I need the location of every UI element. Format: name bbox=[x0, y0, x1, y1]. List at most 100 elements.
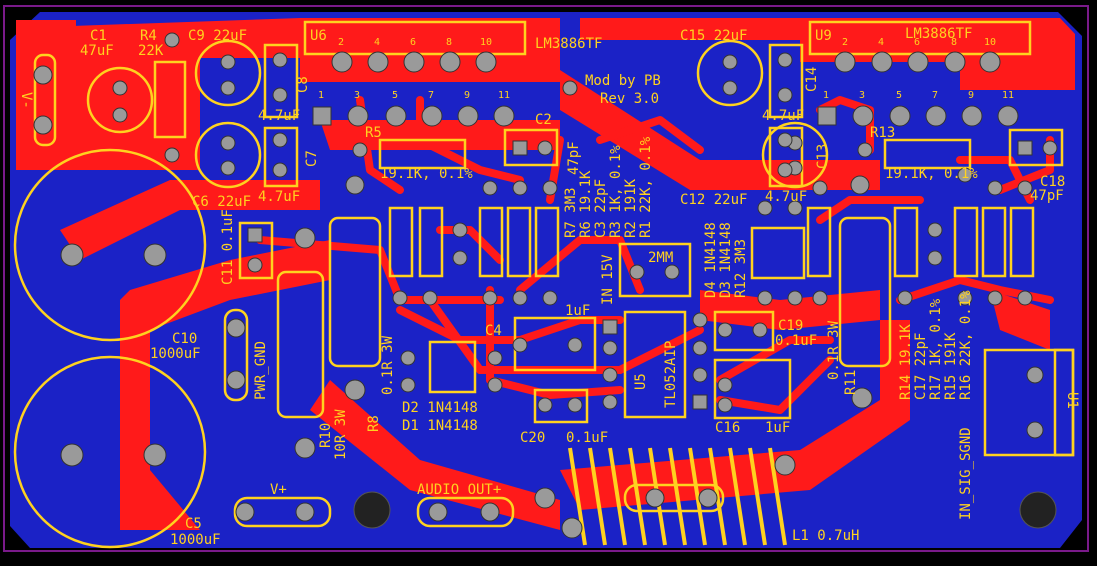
label-u5-ic: TL052AIP bbox=[663, 341, 679, 408]
label-c2: C2 bbox=[535, 112, 552, 128]
label-right-0: D4 1N4148 bbox=[703, 222, 719, 298]
label-c7: C7 bbox=[304, 150, 320, 167]
svg-text:1: 1 bbox=[318, 90, 324, 101]
label-c6: C6 22uF bbox=[192, 194, 251, 210]
label-r10: R10 bbox=[318, 423, 334, 448]
label-u6: U6 bbox=[310, 28, 327, 44]
svg-text:2: 2 bbox=[842, 37, 848, 48]
label-c15: C15 22uF bbox=[680, 28, 747, 44]
svg-text:1: 1 bbox=[823, 90, 829, 101]
label-r14-2: R17 1K, 0.1% bbox=[928, 298, 944, 400]
svg-text:11: 11 bbox=[1002, 90, 1014, 101]
svg-text:8: 8 bbox=[951, 37, 957, 48]
label-r11: R11 bbox=[843, 370, 859, 395]
label-u1: U1 bbox=[1064, 392, 1080, 409]
label-r13-value: 19.1K, 0.1% bbox=[885, 166, 978, 182]
label-c4-value: 1uF bbox=[565, 303, 590, 319]
label-u9-ic: LM3886TF bbox=[905, 26, 972, 42]
svg-text:11: 11 bbox=[498, 90, 510, 101]
label-c5: C5 bbox=[185, 516, 202, 532]
board-rev: Rev 3.0 bbox=[600, 91, 659, 107]
label-c8-value: 4.7uF bbox=[258, 108, 300, 124]
silkscreen-layer bbox=[13, 20, 1075, 549]
label-c2-value: 47pF bbox=[566, 141, 582, 175]
label-r13: R13 bbox=[870, 125, 895, 141]
label-v-minus: V- bbox=[18, 92, 34, 109]
label-mid-5: R1 22K, 0.1% bbox=[638, 136, 654, 238]
label-c16: C16 bbox=[715, 420, 740, 436]
svg-text:3: 3 bbox=[354, 90, 360, 101]
label-right-2: R12 3M3 bbox=[733, 239, 749, 298]
svg-text:4: 4 bbox=[374, 37, 380, 48]
label-mid-3: R3 1K, 0.1% bbox=[608, 145, 624, 238]
svg-text:9: 9 bbox=[464, 90, 470, 101]
svg-text:5: 5 bbox=[392, 90, 398, 101]
label-c14: C14 bbox=[804, 67, 820, 92]
label-c13-value: 4.7uF bbox=[765, 189, 807, 205]
label-d2: D2 1N4148 bbox=[402, 400, 478, 416]
label-c20: C20 bbox=[520, 430, 545, 446]
svg-text:7: 7 bbox=[428, 90, 434, 101]
svg-text:4: 4 bbox=[878, 37, 884, 48]
svg-text:5: 5 bbox=[896, 90, 902, 101]
label-c19: C19 bbox=[778, 318, 803, 334]
label-c16-value: 1uF bbox=[765, 420, 790, 436]
svg-text:6: 6 bbox=[410, 37, 416, 48]
label-l1: L1 0.7uH bbox=[792, 528, 859, 544]
label-c18-value: 47pF bbox=[1030, 188, 1064, 204]
label-c12: C12 22uF bbox=[680, 192, 747, 208]
label-c14-value: 4.7uF bbox=[762, 108, 804, 124]
label-in-sig: IN_SIG_SGND bbox=[958, 427, 974, 520]
label-c7-value: 4.7uF bbox=[258, 189, 300, 205]
label-u9: U9 bbox=[815, 28, 832, 44]
label-r5: R5 bbox=[365, 125, 382, 141]
svg-text:3: 3 bbox=[859, 90, 865, 101]
label-in-15v: IN 15V bbox=[600, 254, 616, 305]
label-r14-1: C17 22pF bbox=[913, 333, 929, 400]
label-mid-1: R6 19.1K bbox=[578, 170, 594, 238]
label-mid-2: C3 22pF bbox=[593, 179, 609, 238]
label-r4: R4 bbox=[140, 28, 157, 44]
label-c9: C9 22uF bbox=[188, 28, 247, 44]
silkscreen-text: C1 47uF R4 22K C9 22uF C8 4.7uF U6 LM388… bbox=[18, 26, 1080, 548]
label-r4-value: 22K bbox=[138, 43, 164, 59]
label-c1-value: 47uF bbox=[80, 43, 114, 59]
label-c20-value: 0.1uF bbox=[566, 430, 608, 446]
label-r11-value: 0.1R 3W bbox=[826, 320, 842, 380]
svg-text:8: 8 bbox=[446, 37, 452, 48]
label-c10: C10 bbox=[172, 331, 197, 347]
svg-text:10: 10 bbox=[984, 37, 996, 48]
label-d1: D1 1N4148 bbox=[402, 418, 478, 434]
label-pwr-gnd: PWR_GND bbox=[253, 341, 269, 400]
label-u6-ic: LM3886TF bbox=[535, 36, 602, 52]
label-c19-value: 0.1uF bbox=[775, 333, 817, 349]
label-mid-0: R7 3M3 bbox=[563, 187, 579, 238]
svg-text:10: 10 bbox=[480, 37, 492, 48]
label-c10-value: 1000uF bbox=[150, 346, 201, 362]
pads-layer bbox=[33, 32, 1058, 539]
label-r14-4: R16 22K, 0.1% bbox=[958, 290, 974, 400]
svg-text:6: 6 bbox=[914, 37, 920, 48]
label-r5-value: 19.1K, 0.1% bbox=[380, 166, 473, 182]
label-r10-value: 10R 3W bbox=[333, 409, 349, 460]
inductor-l1-windings bbox=[568, 447, 787, 546]
svg-text:2: 2 bbox=[338, 37, 344, 48]
label-r14-3: R15 191K bbox=[943, 332, 959, 400]
label-c13: C13 bbox=[815, 144, 831, 169]
board-title: Mod by PB bbox=[585, 73, 661, 89]
label-right-1: D3 1N4148 bbox=[718, 222, 734, 298]
svg-text:7: 7 bbox=[932, 90, 938, 101]
label-audio-out: AUDIO OUT+ bbox=[417, 482, 501, 498]
label-2mm: 2MM bbox=[648, 250, 673, 266]
label-c8: C8 bbox=[295, 76, 311, 93]
label-c1: C1 bbox=[90, 28, 107, 44]
label-c11: C11 0.1uF bbox=[220, 209, 236, 285]
label-mid-4: R2 191K bbox=[623, 178, 639, 238]
label-c18: C18 bbox=[1040, 174, 1065, 190]
board-outline bbox=[3, 5, 1089, 552]
label-c4: C4 bbox=[485, 323, 502, 339]
label-r8: R8 bbox=[366, 415, 382, 432]
label-r14-0: R14 19.1K bbox=[898, 324, 914, 400]
